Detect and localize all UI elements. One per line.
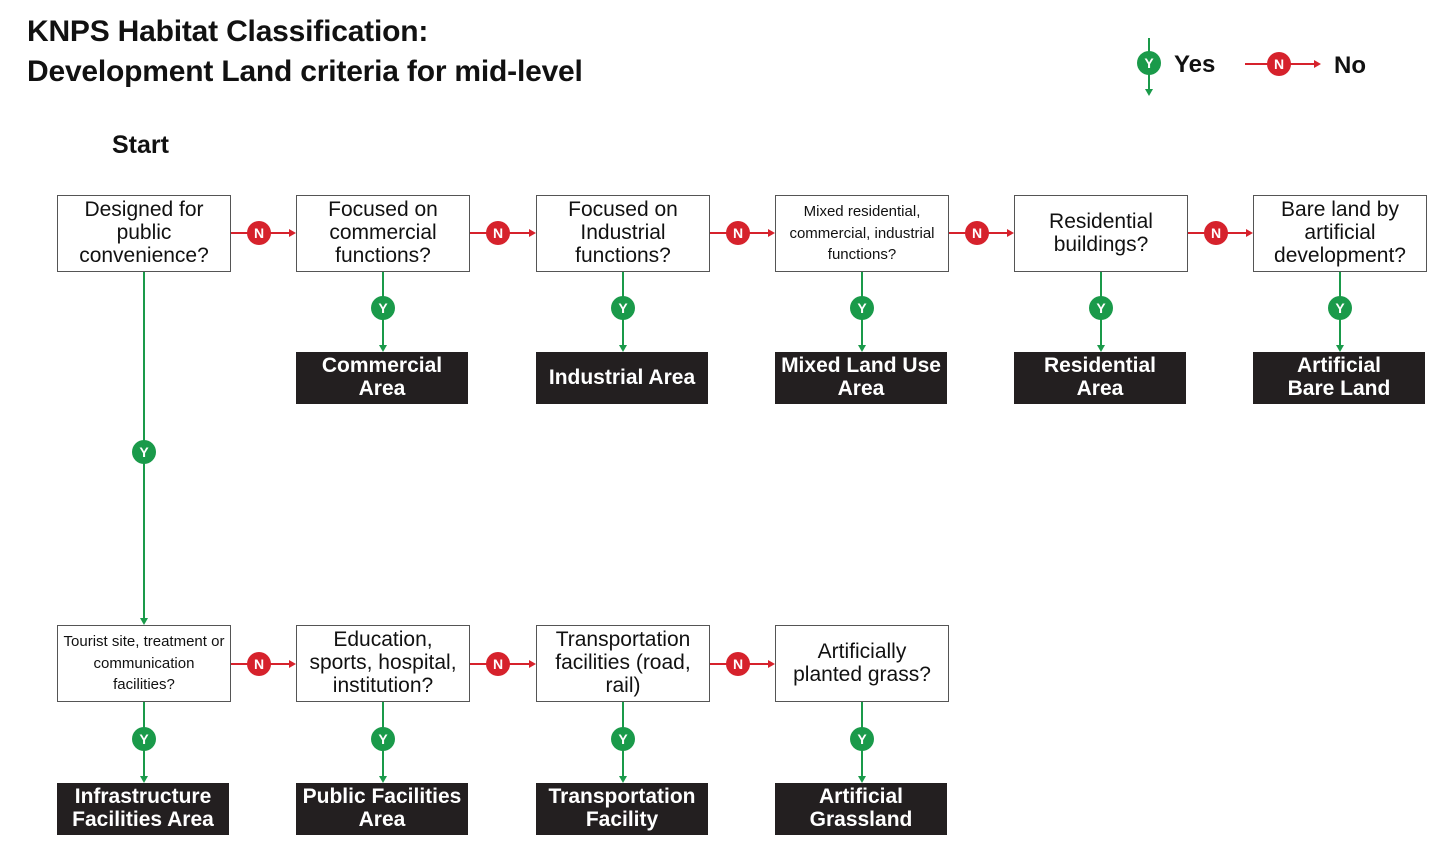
question-text: Tourist site, treatment or communication… [63,632,225,694]
yes-badge: Y [371,727,395,751]
result-text: Transportation Facility [548,785,696,831]
no-arrowhead [529,229,536,237]
no-arrowhead [768,660,775,668]
result-text: Mixed Land Use Area [781,354,941,400]
yes-arrowhead [379,345,387,352]
yes-arrowhead [140,776,148,783]
no-badge: N [486,221,510,245]
yes-badge: Y [850,296,874,320]
result-text: Industrial Area [548,365,696,389]
question-text: Artificially planted grass? [793,639,931,686]
yes-arrowhead [619,345,627,352]
no-badge: N [726,221,750,245]
question-text: Transportation facilities (road, rail) [555,628,691,697]
question-public-convenience: Designed for public convenience? [57,195,231,272]
no-arrowhead [529,660,536,668]
yes-badge: Y [611,727,635,751]
no-badge: N [486,652,510,676]
no-badge: N [247,652,271,676]
no-arrowhead [768,229,775,237]
result-text: Public Facilities Area [302,785,462,831]
no-arrowhead [289,660,296,668]
result-public-facilities-area: Public Facilities Area [296,783,468,835]
page-title: KNPS Habitat Classification: [27,15,429,48]
question-commercial: Focused on commercial functions? [296,195,470,272]
yes-badge: Y [1328,296,1352,320]
question-education: Education, sports, hospital, institution… [296,625,470,702]
question-transportation: Transportation facilities (road, rail) [536,625,710,702]
question-text: Mixed residential, commercial, industria… [789,202,935,264]
legend-no-badge: N [1267,52,1291,76]
no-badge: N [965,221,989,245]
result-artificial-grassland: Artificial Grassland [775,783,947,835]
yes-badge: Y [132,440,156,464]
question-industrial: Focused on Industrial functions? [536,195,710,272]
no-badge: N [1204,221,1228,245]
yes-arrowhead [379,776,387,783]
legend-yes-label: Yes [1174,51,1216,78]
result-residential-area: Residential Area [1014,352,1186,404]
yes-arrowhead [1097,345,1105,352]
question-text: Focused on Industrial functions? [568,198,678,267]
question-tourist-site: Tourist site, treatment or communication… [57,625,231,702]
legend-yes-arrowhead [1145,89,1153,96]
yes-badge: Y [850,727,874,751]
result-artificial-bare-land: Artificial Bare Land [1253,352,1425,404]
question-text: Bare land by artificial development? [1274,198,1406,267]
yes-badge: Y [132,727,156,751]
legend-yes-badge: Y [1137,51,1161,75]
result-mixed-land-use-area: Mixed Land Use Area [775,352,947,404]
yes-arrowhead [619,776,627,783]
yes-badge: Y [611,296,635,320]
yes-arrowhead [1336,345,1344,352]
question-bare-land: Bare land by artificial development? [1253,195,1427,272]
question-text: Education, sports, hospital, institution… [309,628,457,697]
yes-arrowhead [858,345,866,352]
result-infrastructure-facilities-area: Infrastructure Facilities Area [57,783,229,835]
result-text: Commercial Area [321,354,443,400]
question-text: Residential buildings? [1049,209,1153,256]
question-text: Designed for public convenience? [79,198,209,267]
no-arrowhead [289,229,296,237]
yes-arrowhead [140,618,148,625]
result-transportation-facility: Transportation Facility [536,783,708,835]
page-subtitle: Development Land criteria for mid-level [27,55,583,88]
legend-no-arrowhead [1314,60,1321,68]
result-text: Artificial Bare Land [1287,354,1391,400]
question-planted-grass: Artificially planted grass? [775,625,949,702]
result-text: Infrastructure Facilities Area [72,785,214,831]
yes-badge: Y [1089,296,1113,320]
question-mixed-use: Mixed residential, commercial, industria… [775,195,949,272]
question-residential: Residential buildings? [1014,195,1188,272]
yes-arrowhead [858,776,866,783]
legend-no-label: No [1334,52,1366,79]
start-label: Start [112,131,169,159]
yes-badge: Y [371,296,395,320]
question-text: Focused on commercial functions? [328,198,438,267]
result-commercial-area: Commercial Area [296,352,468,404]
result-industrial-area: Industrial Area [536,352,708,404]
no-arrowhead [1007,229,1014,237]
no-badge: N [726,652,750,676]
no-arrowhead [1246,229,1253,237]
result-text: Artificial Grassland [809,785,913,831]
result-text: Residential Area [1043,354,1157,400]
no-badge: N [247,221,271,245]
